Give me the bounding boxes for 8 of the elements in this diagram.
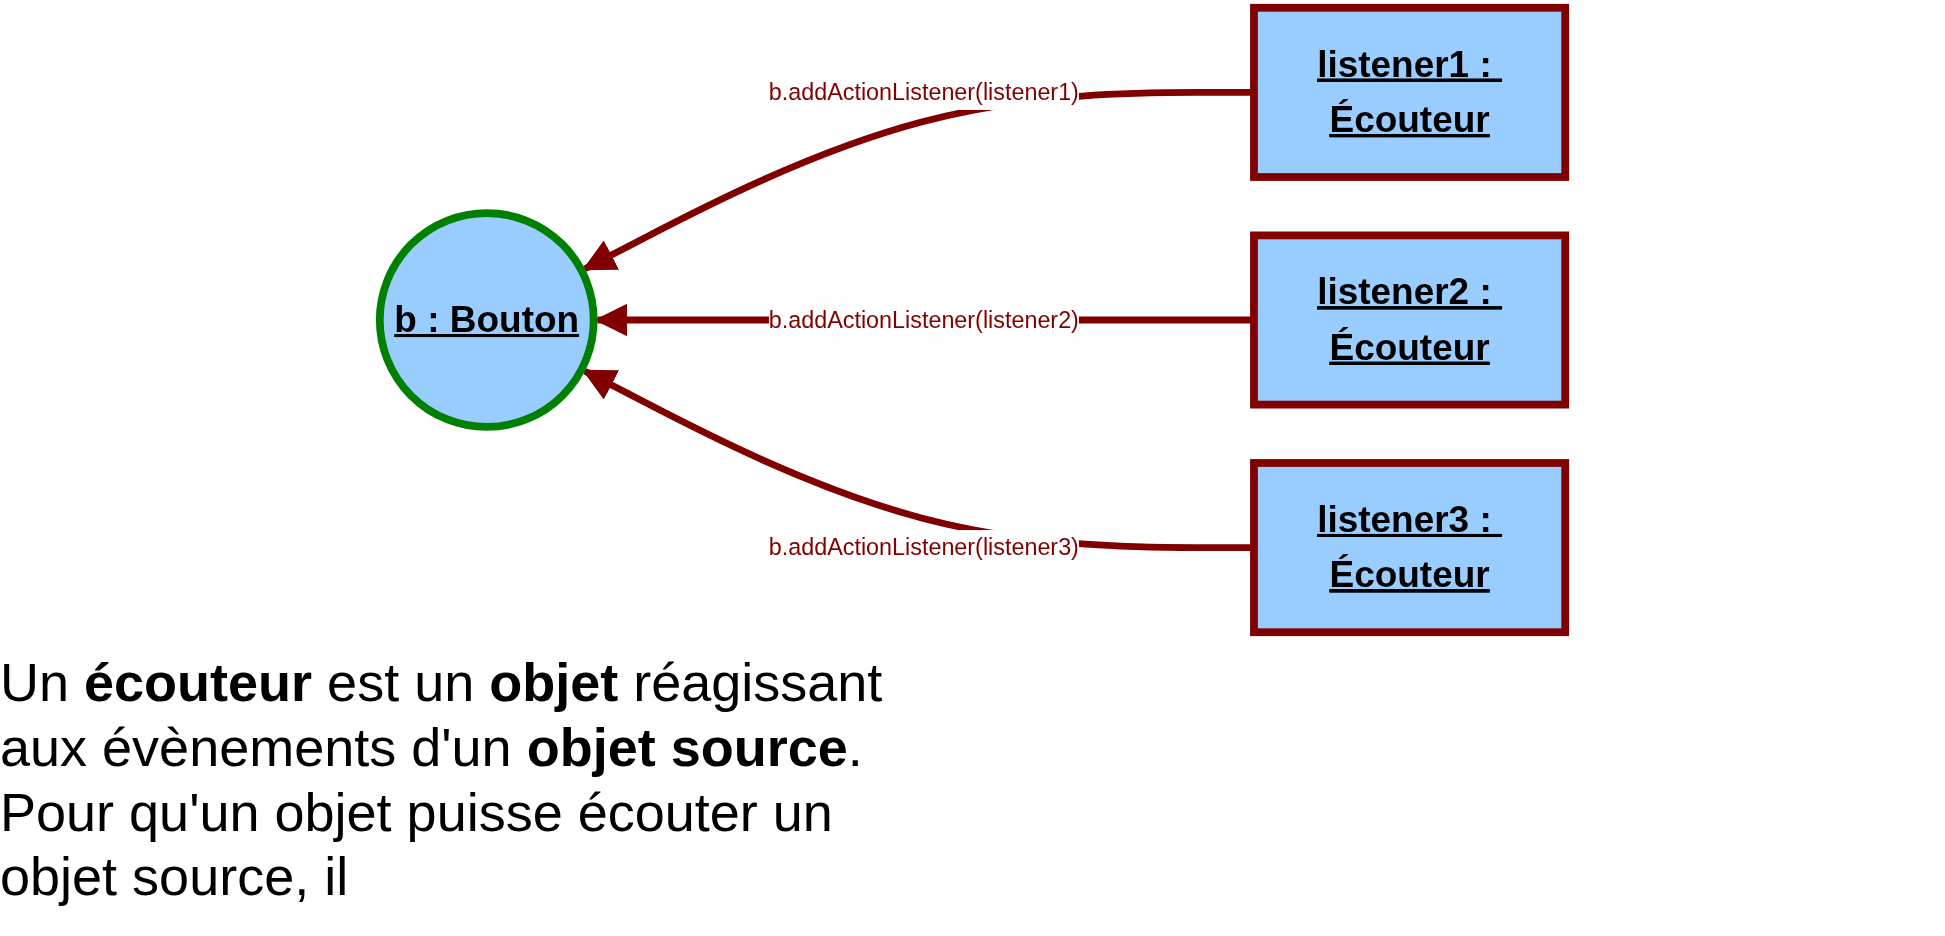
node-circle: b : Bouton: [375, 209, 598, 431]
edge-label: b.addActionListener(listener2): [768, 306, 1079, 333]
node-box: listener2 : Écouteur: [1250, 231, 1570, 409]
node-box: listener1 : Écouteur: [1250, 3, 1570, 181]
edge-label: b.addActionListener(listener1): [768, 78, 1079, 106]
node-box: listener3 : Écouteur: [1250, 459, 1570, 637]
description-paragraph: Un écouteur est un objet réagissant aux évènements d'un objet source. Pour qu'un objet puisse écouter un objet source, il: [0, 651, 884, 909]
edge-label: b.addActionListener(listener3): [768, 533, 1079, 561]
